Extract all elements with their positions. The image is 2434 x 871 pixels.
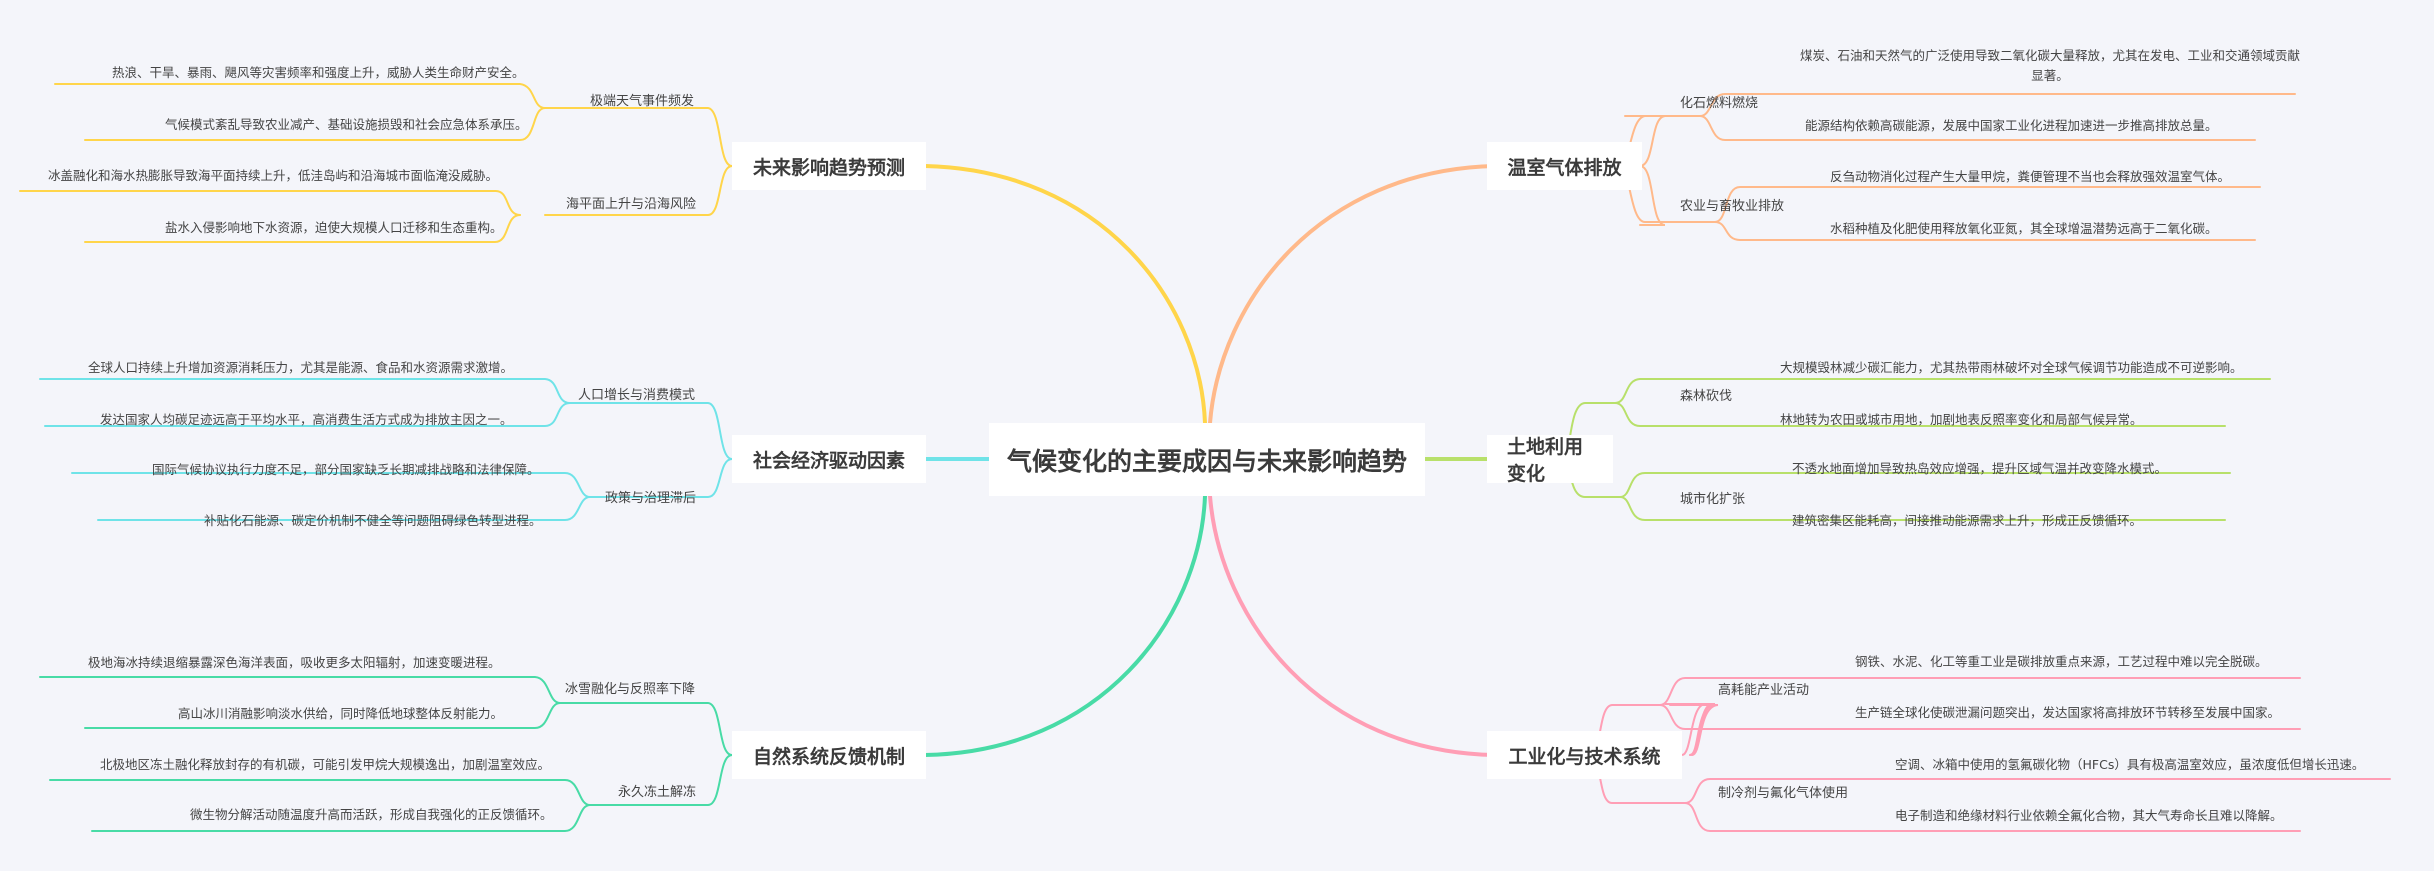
leaf-text[interactable]: 全球人口持续上升增加资源消耗压力，尤其是能源、食品和水资源需求激增。 — [88, 360, 514, 375]
topic-greenhouse-emissions[interactable]: 温室气体排放 — [1487, 142, 1642, 190]
subtopic-fossil-fuels[interactable]: 化石燃料燃烧 — [1680, 96, 1759, 111]
leaf-text[interactable]: 建筑密集区能耗高，间接推动能源需求上升，形成正反馈循环。 — [1792, 513, 2143, 528]
leaf-text[interactable]: 生产链全球化使碳泄漏问题突出，发达国家将高排放环节转移至发展中国家。 — [1855, 705, 2281, 720]
topic-industry-technology[interactable]: 工业化与技术系统 — [1487, 731, 1682, 779]
leaf-text[interactable]: 电子制造和绝缘材料行业依赖全氟化合物，其大气寿命长且难以降解。 — [1895, 808, 2283, 823]
subtopic-ice-melt-albedo[interactable]: 冰雪融化与反照率下降 — [565, 682, 696, 697]
leaf-text[interactable]: 水稻种植及化肥使用释放氧化亚氮，其全球增温潜势远高于二氧化碳。 — [1830, 221, 2218, 236]
topic-land-use-change[interactable]: 土地利用变化 — [1487, 435, 1613, 485]
leaf-text[interactable]: 北极地区冻土融化释放封存的有机碳，可能引发甲烷大规模逸出，加剧温室效应。 — [100, 757, 551, 772]
subtopic-agriculture-livestock[interactable]: 农业与畜牧业排放 — [1680, 199, 1785, 214]
subtopic-sea-level-rise[interactable]: 海平面上升与沿海风险 — [566, 197, 697, 212]
topic-future-impact[interactable]: 未来影响趋势预测 — [732, 142, 926, 190]
leaf-text[interactable]: 林地转为农田或城市用地，加剧地表反照率变化和局部气候异常。 — [1780, 412, 2143, 427]
leaf-text[interactable]: 空调、冰箱中使用的氢氟碳化物（HFCs）具有极高温室效应，虽浓度低但增长迅速。 — [1895, 757, 2365, 772]
leaf-text[interactable]: 冰盖融化和海水热膨胀导致海平面持续上升，低洼岛屿和沿海城市面临淹没威胁。 — [48, 168, 499, 183]
subtopic-energy-intensive-industry[interactable]: 高耗能产业活动 — [1718, 683, 1810, 698]
leaf-text[interactable]: 极地海冰持续退缩暴露深色海洋表面，吸收更多太阳辐射，加速变暖进程。 — [88, 655, 501, 670]
leaf-text[interactable]: 热浪、干旱、暴雨、飓风等灾害频率和强度上升，威胁人类生命财产安全。 — [112, 65, 525, 80]
leaf-text[interactable]: 盐水入侵影响地下水资源，迫使大规模人口迁移和生态重构。 — [165, 220, 503, 235]
subtopic-policy-lag[interactable]: 政策与治理滞后 — [605, 491, 697, 506]
leaf-text[interactable]: 微生物分解活动随温度升高而活跃，形成自我强化的正反馈循环。 — [190, 807, 553, 822]
subtopic-urbanization[interactable]: 城市化扩张 — [1680, 492, 1746, 507]
topic-socioeconomic-drivers[interactable]: 社会经济驱动因素 — [732, 435, 926, 483]
subtopic-population-consumption[interactable]: 人口增长与消费模式 — [578, 388, 696, 403]
leaf-text[interactable]: 大规模毁林减少碳汇能力，尤其热带雨林破坏对全球气候调节功能造成不可逆影响。 — [1780, 360, 2243, 375]
leaf-text[interactable]: 国际气候协议执行力度不足，部分国家缺乏长期减排战略和法律保障。 — [152, 462, 540, 477]
leaf-text[interactable]: 气候模式紊乱导致农业减产、基础设施损毁和社会应急体系承压。 — [165, 117, 528, 132]
subtopic-deforestation[interactable]: 森林砍伐 — [1680, 389, 1733, 404]
leaf-text[interactable]: 发达国家人均碳足迹远高于平均水平，高消费生活方式成为排放主因之一。 — [100, 412, 513, 427]
leaf-text[interactable]: 反刍动物消化过程产生大量甲烷，粪便管理不当也会释放强效温室气体。 — [1830, 169, 2231, 184]
leaf-text[interactable]: 补贴化石能源、碳定价机制不健全等问题阻碍绿色转型进程。 — [204, 513, 542, 528]
leaf-text[interactable]: 不透水地面增加导致热岛效应增强，提升区域气温并改变降水模式。 — [1792, 461, 2168, 476]
leaf-text[interactable]: 高山冰川消融影响淡水供给，同时降低地球整体反射能力。 — [178, 706, 504, 721]
topic-natural-feedback[interactable]: 自然系统反馈机制 — [732, 731, 926, 779]
subtopic-refrigerants-fluorinated-gases[interactable]: 制冷剂与氟化气体使用 — [1718, 786, 1849, 801]
leaf-text[interactable]: 能源结构依赖高碳能源，发展中国家工业化进程加速进一步推高排放总量。 — [1805, 118, 2218, 133]
subtopic-extreme-weather[interactable]: 极端天气事件频发 — [590, 94, 695, 109]
central-topic[interactable]: 气候变化的主要成因与未来影响趋势 — [989, 423, 1425, 496]
leaf-text[interactable]: 钢铁、水泥、化工等重工业是碳排放重点来源，工艺过程中难以完全脱碳。 — [1855, 654, 2268, 669]
leaf-text[interactable]: 煤炭、石油和天然气的广泛使用导致二氧化碳大量释放，尤其在发电、工业和交通领域贡献… — [1800, 48, 2301, 83]
subtopic-permafrost-thaw[interactable]: 永久冻土解冻 — [618, 785, 697, 800]
